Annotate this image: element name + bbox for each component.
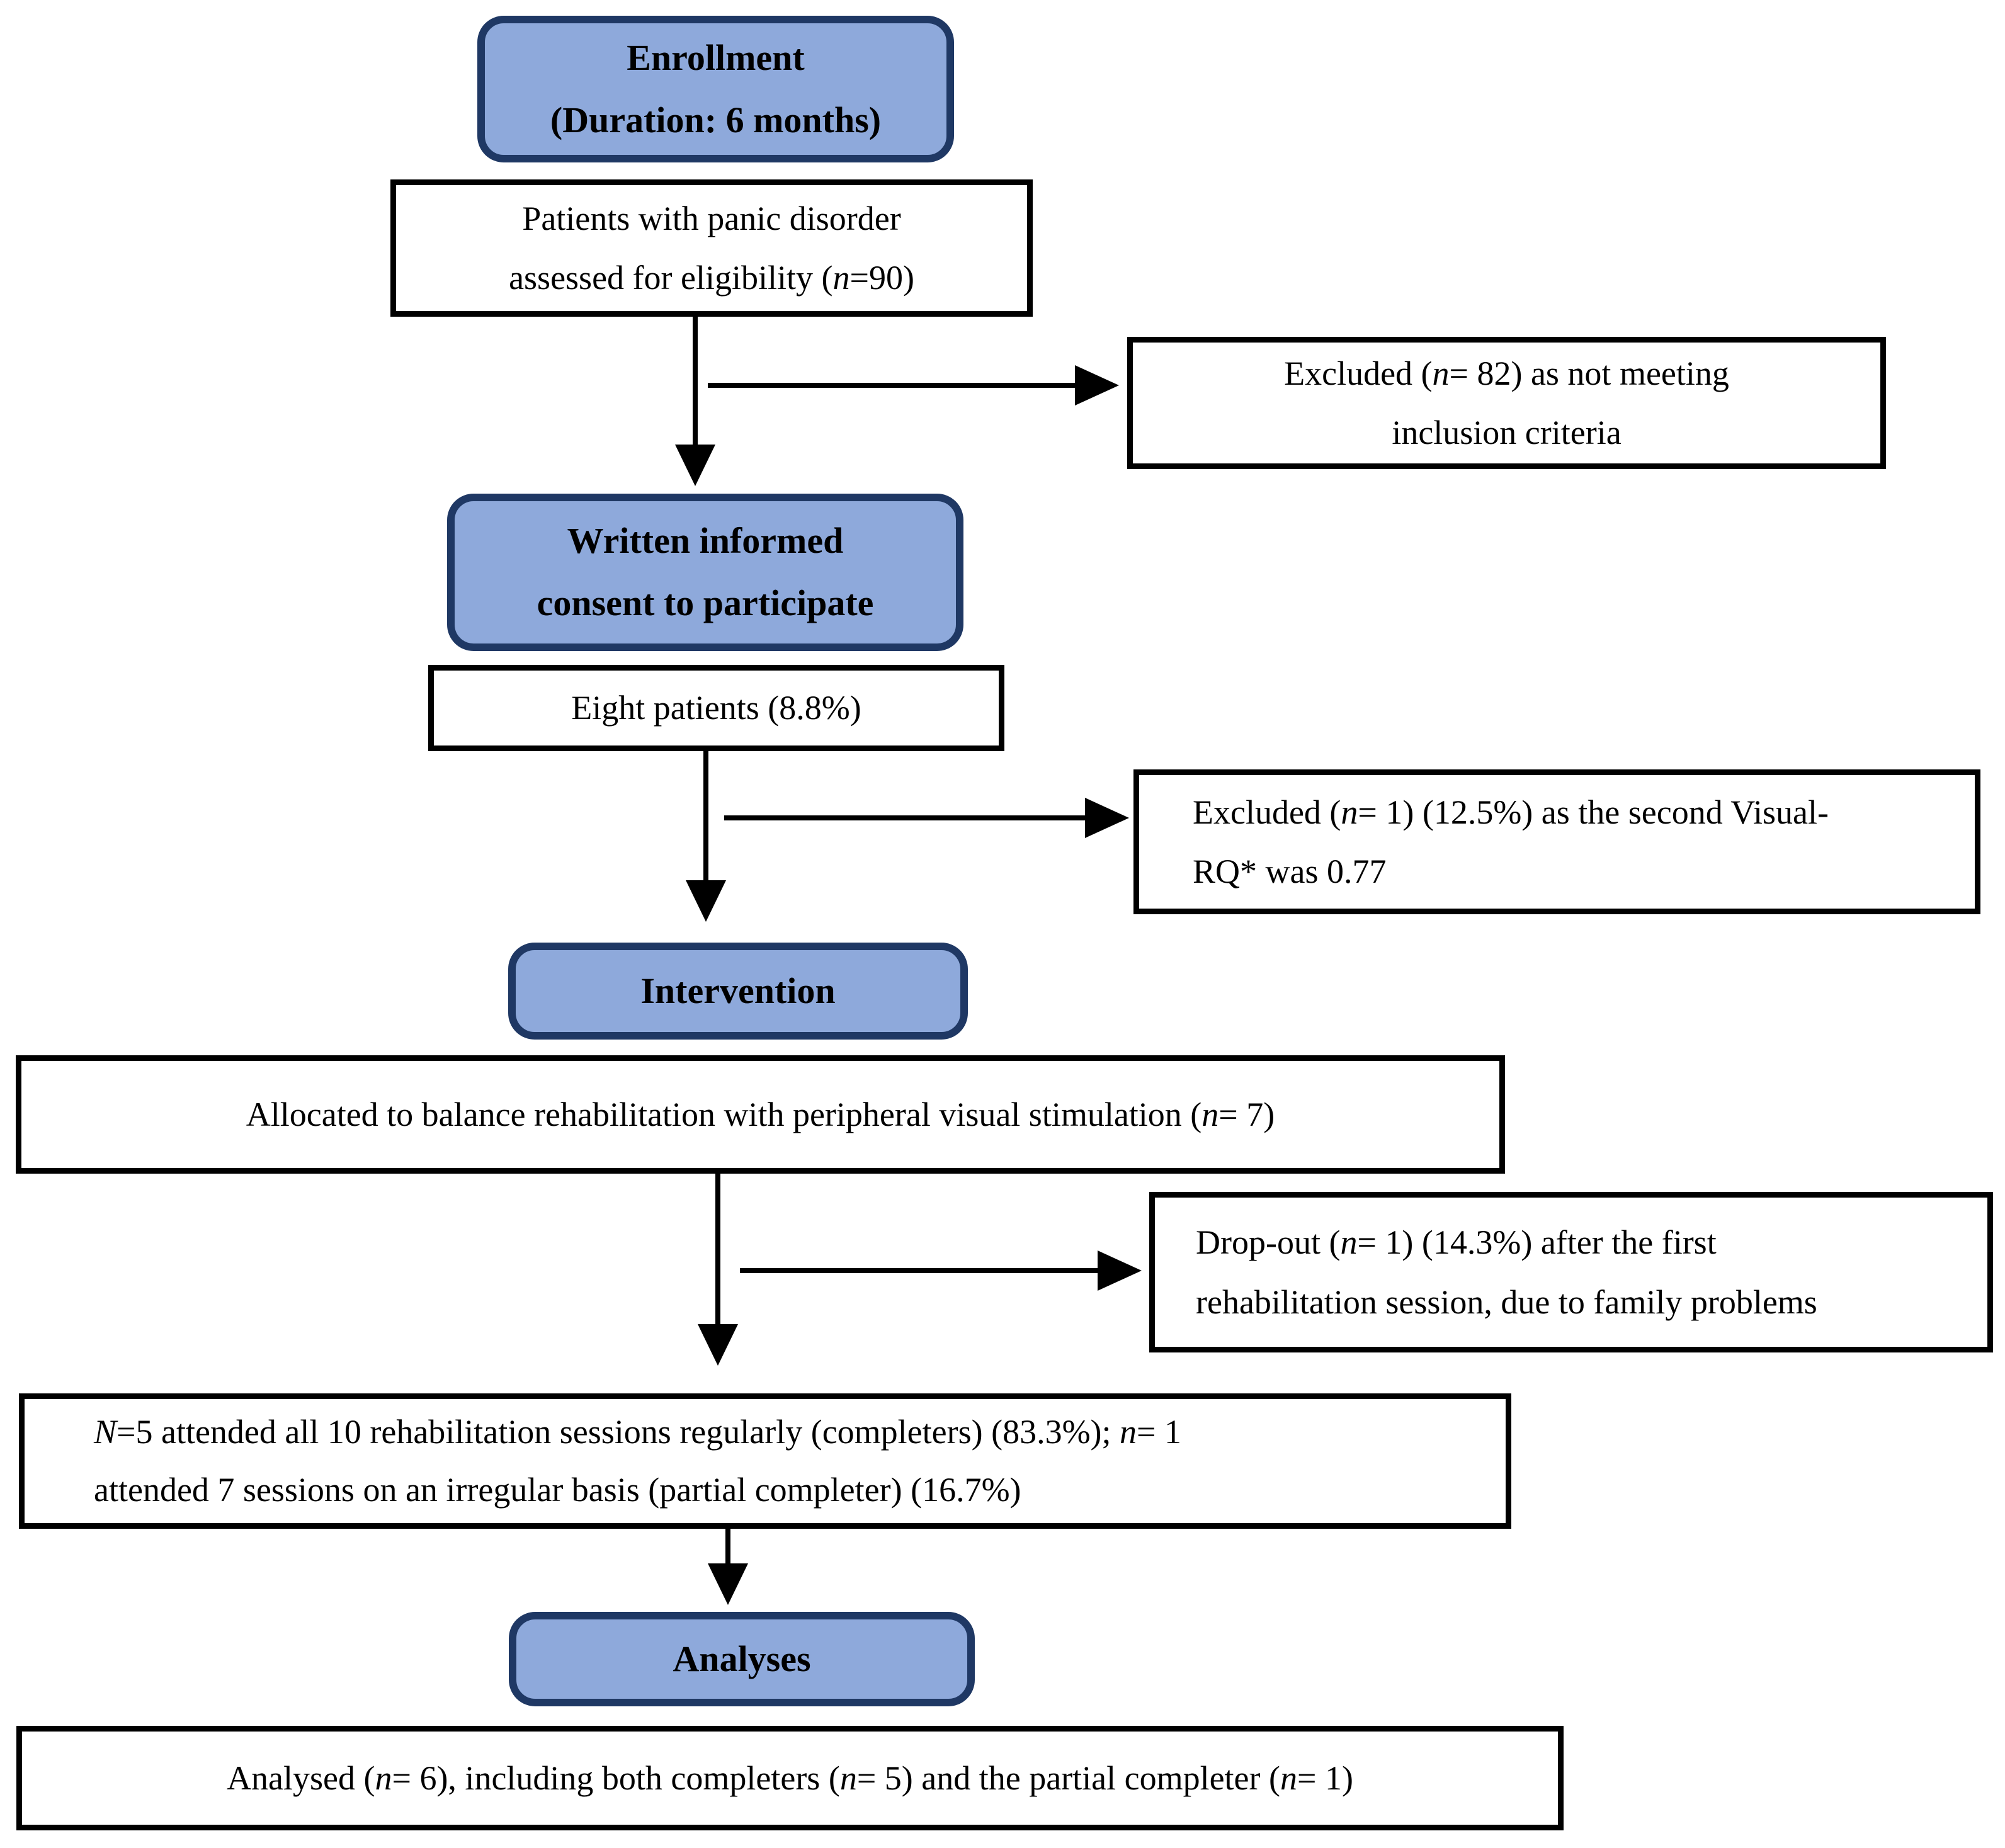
arrow-line-allocated-to-attendance [715, 1171, 720, 1325]
arrow-line-to-excluded-visual-rq [724, 815, 1086, 820]
analyses-stage-box: Analyses [509, 1612, 975, 1706]
arrow-line-consent-to-intervention [703, 751, 708, 881]
arrow-line-eligibility-to-consent [693, 317, 698, 446]
arrowhead-right-to-excluded-visual-rq [1085, 798, 1129, 838]
attendance-completers-box: N=5 attended all 10 rehabilitation sessi… [19, 1393, 1511, 1529]
analysed-box: Analysed (n= 6), including both complete… [16, 1726, 1564, 1830]
allocated-box: Allocated to balance rehabilitation with… [16, 1055, 1505, 1174]
excluded-visual-rq-box: Excluded (n= 1) (12.5%) as the second Vi… [1133, 769, 1980, 914]
enrollment-stage-box: Enrollment(Duration: 6 months) [477, 16, 954, 162]
arrowhead-down-to-consent [675, 445, 715, 486]
intervention-stage-box: Intervention [508, 943, 968, 1040]
arrowhead-right-to-dropout [1098, 1250, 1142, 1291]
arrowhead-down-to-attendance [698, 1324, 738, 1366]
arrow-line-to-excluded-criteria [708, 383, 1076, 388]
arrowhead-down-to-intervention [686, 880, 726, 922]
arrow-line-attendance-to-analyses [725, 1529, 730, 1565]
eight-patients-box: Eight patients (8.8%) [428, 665, 1004, 751]
arrowhead-right-to-excluded-criteria [1075, 365, 1119, 405]
arrowhead-down-to-analyses [708, 1563, 748, 1605]
arrow-line-to-dropout [740, 1268, 1099, 1273]
